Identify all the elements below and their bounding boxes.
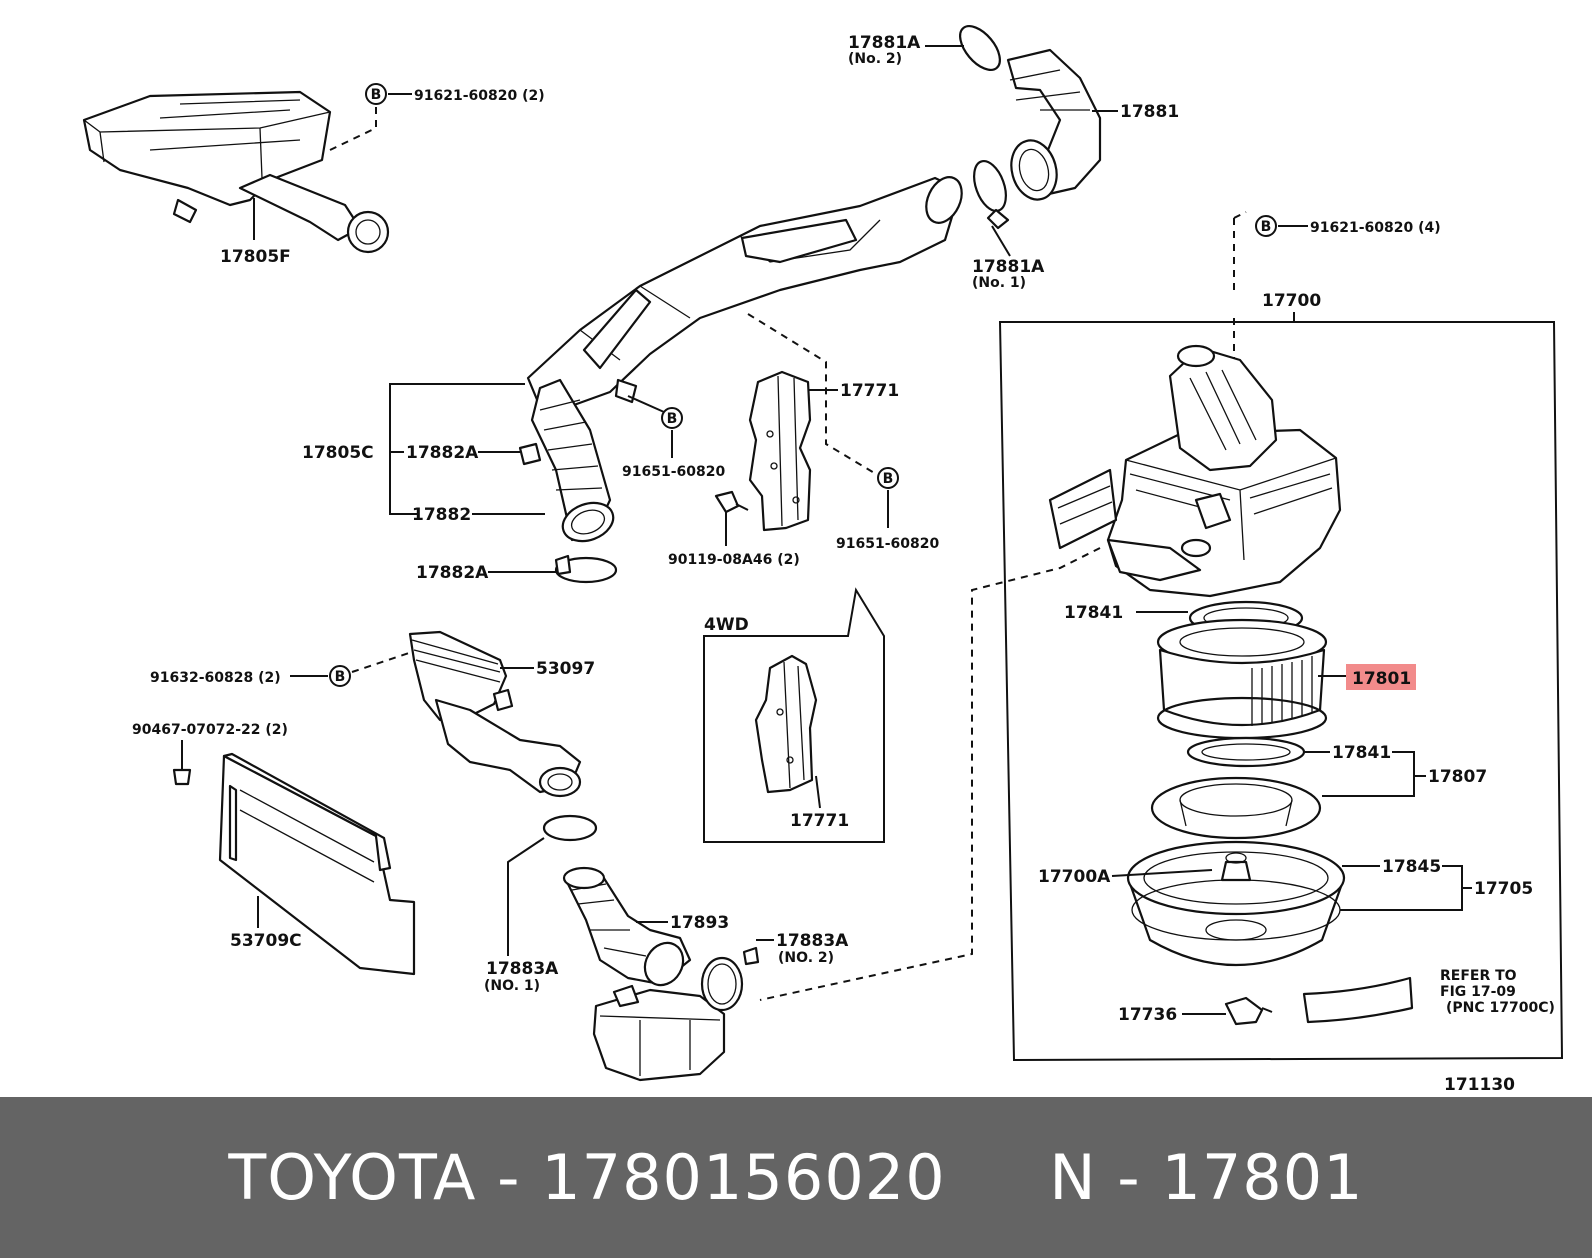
label-90467-07072-22-2: 90467-07072-22 (2) bbox=[132, 722, 288, 738]
refer-ribbon-drawing bbox=[1302, 976, 1414, 1024]
assembly-box-17700 bbox=[998, 321, 1564, 1062]
label-17805C: 17805C bbox=[302, 443, 374, 463]
label-refer-fig: FIG 17-09 bbox=[1440, 984, 1516, 1000]
label-91651-60820-b: 91651-60820 bbox=[836, 536, 939, 552]
hose-17881-drawing bbox=[959, 25, 1102, 230]
label-17700A: 17700A bbox=[1038, 867, 1111, 887]
bracket-17807 bbox=[1322, 751, 1415, 797]
label-17883A-no2-sub: (NO. 2) bbox=[778, 950, 834, 966]
bracket-17771-4wd-drawing bbox=[754, 654, 818, 794]
label-17771-top: 17771 bbox=[840, 381, 899, 401]
clip-90467-drawing bbox=[172, 740, 192, 786]
label-17881A-no1: 17881A bbox=[972, 257, 1045, 277]
svg-text:B: B bbox=[1261, 219, 1272, 235]
leader-91621-2 bbox=[329, 104, 377, 151]
label-17883A-no2: 17883A bbox=[776, 931, 849, 951]
label-17881: 17881 bbox=[1120, 102, 1179, 122]
label-17841-bottom: 17841 bbox=[1332, 743, 1391, 763]
label-17771-4wd: 17771 bbox=[790, 811, 849, 831]
label-17841-top: 17841 bbox=[1064, 603, 1123, 623]
resonator-17805F-drawing bbox=[82, 90, 390, 254]
filter-element-17801-drawing bbox=[1156, 618, 1328, 740]
label-refer-to: REFER TO bbox=[1440, 968, 1517, 984]
air-cleaner-cap-drawing bbox=[1048, 344, 1342, 598]
parts-diagram: B 91621-60820 (2) 17805F 17881A (No. 2) … bbox=[82, 25, 1564, 1095]
panel-53709C-drawing bbox=[218, 752, 416, 976]
bolt-badge-b-2: B bbox=[661, 407, 683, 429]
label-17807: 17807 bbox=[1428, 767, 1487, 787]
leader-17700-left bbox=[759, 547, 1101, 1001]
label-17881A-no2: 17881A bbox=[848, 33, 921, 53]
label-17882A-bot: 17882A bbox=[416, 563, 489, 583]
bolt-badge-b-3: B bbox=[877, 467, 899, 489]
leader-17771-center bbox=[747, 313, 877, 475]
label-17801: 17801 bbox=[1352, 669, 1411, 689]
footer-part-number: TOYOTA - 1780156020 N - 17801 bbox=[228, 1141, 1364, 1214]
4wd-box bbox=[703, 587, 885, 843]
clamp-17736-drawing bbox=[1224, 996, 1273, 1026]
intake-pipe-17805C-drawing bbox=[518, 176, 963, 584]
case-17705-drawing bbox=[1126, 840, 1346, 967]
svg-text:B: B bbox=[667, 411, 678, 427]
gasket-17841-bottom-drawing bbox=[1186, 736, 1306, 768]
label-53097: 53097 bbox=[536, 659, 595, 679]
label-17736: 17736 bbox=[1118, 1005, 1177, 1025]
label-171130: 171130 bbox=[1444, 1075, 1515, 1095]
leader-17883A-no1 bbox=[507, 837, 545, 956]
label-91632-60828-2: 91632-60828 (2) bbox=[150, 670, 281, 686]
label-17883A-no1-sub: (NO. 1) bbox=[484, 978, 540, 994]
label-90119-08A46-2: 90119-08A46 (2) bbox=[668, 552, 800, 568]
label-17882A-top: 17882A bbox=[406, 443, 479, 463]
label-17881A-no2-sub: (No. 2) bbox=[848, 51, 902, 67]
label-refer-pnc: (PNC 17700C) bbox=[1446, 1000, 1555, 1016]
bolt-badge-b-4: B bbox=[1255, 215, 1277, 237]
label-17805F: 17805F bbox=[220, 247, 291, 267]
bolt-badge-b-1: B bbox=[365, 83, 387, 105]
bracket-17805C bbox=[389, 383, 525, 515]
wing-nut-90119-drawing bbox=[714, 490, 749, 514]
label-91621-60820-2: 91621-60820 (2) bbox=[414, 88, 545, 104]
footer-bar: TOYOTA - 1780156020 N - 17801 bbox=[0, 1097, 1592, 1258]
label-17883A-no1: 17883A bbox=[486, 959, 559, 979]
label-4WD: 4WD bbox=[704, 615, 749, 635]
highlight-17801 bbox=[1346, 664, 1416, 690]
svg-text:B: B bbox=[883, 471, 894, 487]
bracket-17771-drawing bbox=[748, 370, 812, 532]
bolt-badge-b-5: B bbox=[329, 665, 351, 687]
label-17893: 17893 bbox=[670, 913, 729, 933]
clamp-17883A-no2-drawing bbox=[700, 946, 760, 1012]
label-91651-60820-a: 91651-60820 bbox=[622, 464, 725, 480]
leader-91632 bbox=[351, 651, 413, 673]
label-17845: 17845 bbox=[1382, 857, 1441, 877]
label-53709C: 53709C bbox=[230, 931, 302, 951]
pipe-17893-drawing bbox=[562, 866, 726, 1082]
label-17700: 17700 bbox=[1262, 291, 1321, 311]
label-17881A-no1-sub: (No. 1) bbox=[972, 275, 1026, 291]
duct-53097-drawing bbox=[408, 630, 598, 842]
label-17882: 17882 bbox=[412, 505, 471, 525]
label-91621-60820-4: 91621-60820 (4) bbox=[1310, 220, 1441, 236]
inner-housing-17807-drawing bbox=[1150, 776, 1322, 840]
svg-text:B: B bbox=[335, 669, 346, 685]
label-17705: 17705 bbox=[1474, 879, 1533, 899]
svg-text:B: B bbox=[371, 87, 382, 103]
